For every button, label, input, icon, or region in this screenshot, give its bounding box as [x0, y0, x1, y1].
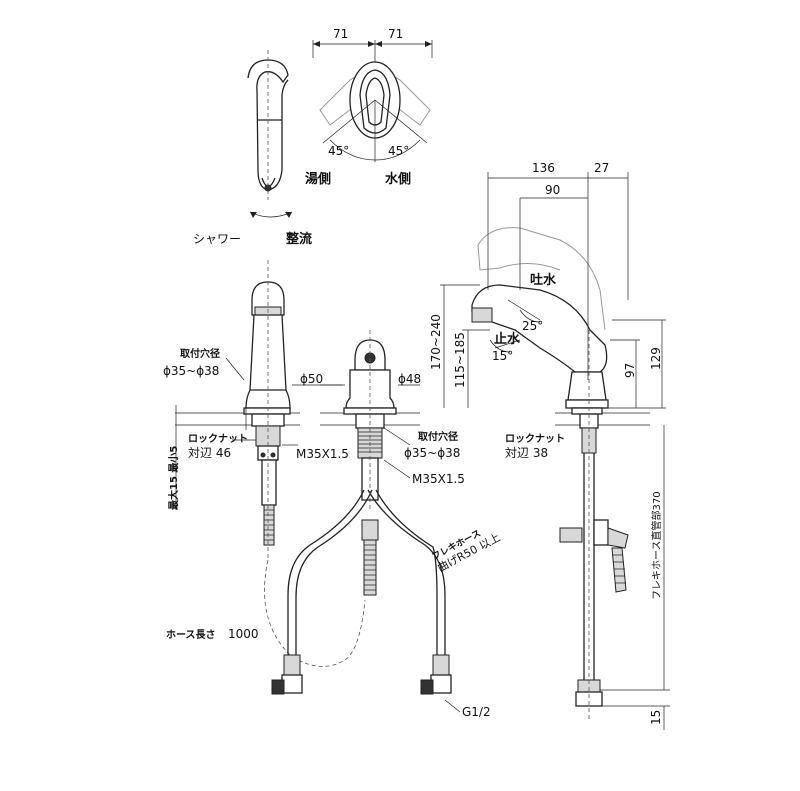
stop-label: 止水	[494, 331, 521, 347]
side-hose-length: フレキホース直管部370	[650, 491, 663, 600]
straight-flow-label: 整流	[285, 231, 312, 247]
side-lock-nut-size: 対辺 38	[505, 446, 548, 460]
side-reach: 90	[545, 183, 560, 197]
height-range-label: 170~240	[429, 314, 443, 370]
left-view	[175, 260, 366, 667]
body-height-label: 129	[649, 347, 663, 370]
shower-label: シャワー	[193, 232, 241, 246]
left-lock-nut-size: 対辺 46	[188, 446, 231, 460]
left-dia-label: ϕ50	[300, 372, 323, 386]
outlet-label: 吐水	[530, 272, 557, 288]
pipe-thread-label: G1/2	[462, 705, 491, 719]
front-hole-label: 取付穴径	[418, 430, 458, 443]
top-dim-right: 71	[388, 27, 403, 41]
shower-head-top	[247, 50, 293, 218]
top-dim-left: 71	[333, 27, 348, 41]
hot-side-label: 湯側	[305, 171, 331, 187]
spout-height-label: 97	[623, 363, 637, 378]
cold-side-label: 水側	[385, 171, 411, 187]
left-lock-nut-label: ロックナット	[188, 433, 248, 445]
side-total-depth: 136	[532, 161, 555, 175]
angle-right-label: 45°	[388, 144, 409, 158]
front-thread-label: M35X1.5	[412, 472, 465, 486]
left-thread-label: M35X1.5	[296, 447, 349, 461]
side-bottom-dim: 15	[649, 710, 663, 725]
front-dia-label: ϕ48	[398, 372, 421, 386]
front-hole-size: ϕ35~ϕ38	[404, 446, 460, 460]
angle-up-label: 25°	[522, 319, 543, 333]
hose-length-value: 1000	[228, 627, 259, 641]
left-hole-size: ϕ35~ϕ38	[163, 364, 219, 378]
top-view-handle	[312, 40, 433, 162]
angle-down-label: 15°	[492, 349, 513, 363]
side-view	[440, 172, 670, 730]
angle-left-label: 45°	[328, 144, 349, 158]
side-lock-nut-label: ロックナット	[505, 433, 565, 445]
left-thickness-label: 最大15 最小5	[167, 446, 180, 510]
left-hole-label: 取付穴径	[180, 347, 220, 360]
front-view	[271, 330, 461, 713]
height-range2-label: 115~185	[453, 332, 467, 388]
side-rear: 27	[594, 161, 609, 175]
hose-length-label: ホース長さ	[166, 629, 216, 641]
